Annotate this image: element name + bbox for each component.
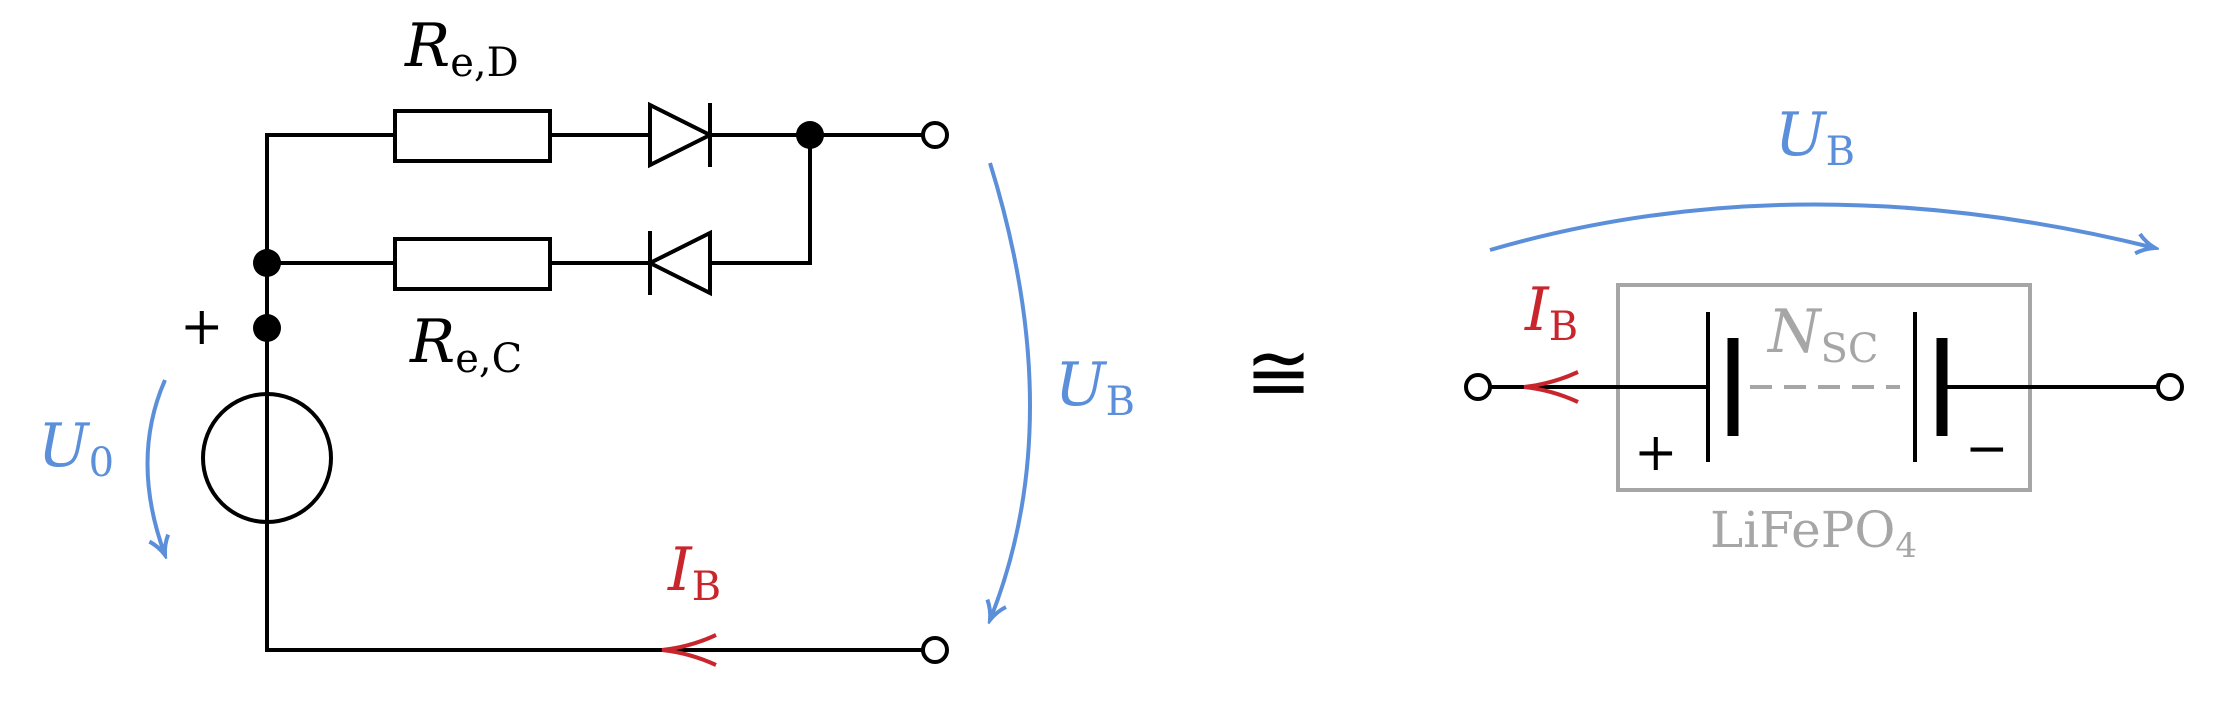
- source-voltage-arrow: [145, 379, 166, 555]
- equivalent-circuit: Re,D Re,C + U0 UB IB: [38, 11, 1135, 667]
- battery-symbol: UB IB NSC + − LiFePO4: [1464, 100, 2184, 566]
- cell-count-label: NSC: [1766, 297, 1879, 372]
- terminal-bottom: [921, 636, 949, 664]
- battery-minus-sign: −: [1965, 419, 2009, 479]
- junction-dot: [253, 314, 281, 342]
- current-arrowhead: [661, 633, 717, 667]
- terminal-voltage-arrow: [990, 162, 1032, 620]
- resistor-charge-label: Re,C: [409, 307, 522, 382]
- resistor-discharge-label: Re,D: [404, 11, 519, 86]
- diode-charge: [645, 229, 712, 297]
- battery-terminal-right: [2156, 373, 2184, 401]
- equivalence-symbol: ≅: [1245, 326, 1312, 419]
- terminal-top: [921, 121, 949, 149]
- battery-current-arrowhead: [1523, 370, 1579, 404]
- current-label: IB: [667, 535, 721, 610]
- battery-voltage-label: UB: [1775, 100, 1855, 175]
- junction-dot: [253, 249, 281, 277]
- battery-voltage-arrow: [1489, 202, 2155, 250]
- battery-chemistry-label: LiFePO4: [1710, 501, 1917, 566]
- resistor-charge: [393, 237, 552, 291]
- battery-terminal-left: [1464, 373, 1492, 401]
- battery-current-label: IB: [1524, 275, 1578, 350]
- junction-dot: [796, 121, 824, 149]
- terminal-voltage-label: UB: [1055, 350, 1135, 425]
- resistor-discharge: [393, 109, 552, 163]
- diode-discharge: [648, 101, 715, 169]
- source-plus-sign: +: [180, 297, 224, 357]
- battery-plus-sign: +: [1634, 423, 1678, 483]
- source-voltage-label: U0: [38, 411, 114, 486]
